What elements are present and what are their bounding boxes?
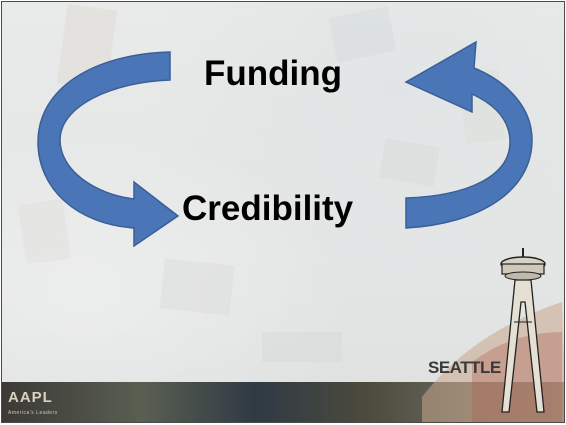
funding-label: Funding [204,54,343,93]
right-curved-arrow [404,40,533,229]
seattle-logo: SEATTLE [428,358,501,377]
aapl-logo-subtitle: America's Leaders [8,410,58,416]
credibility-label: Credibility [182,189,354,228]
aapl-logo: AAPL [8,389,53,406]
left-curved-arrow [37,51,180,248]
